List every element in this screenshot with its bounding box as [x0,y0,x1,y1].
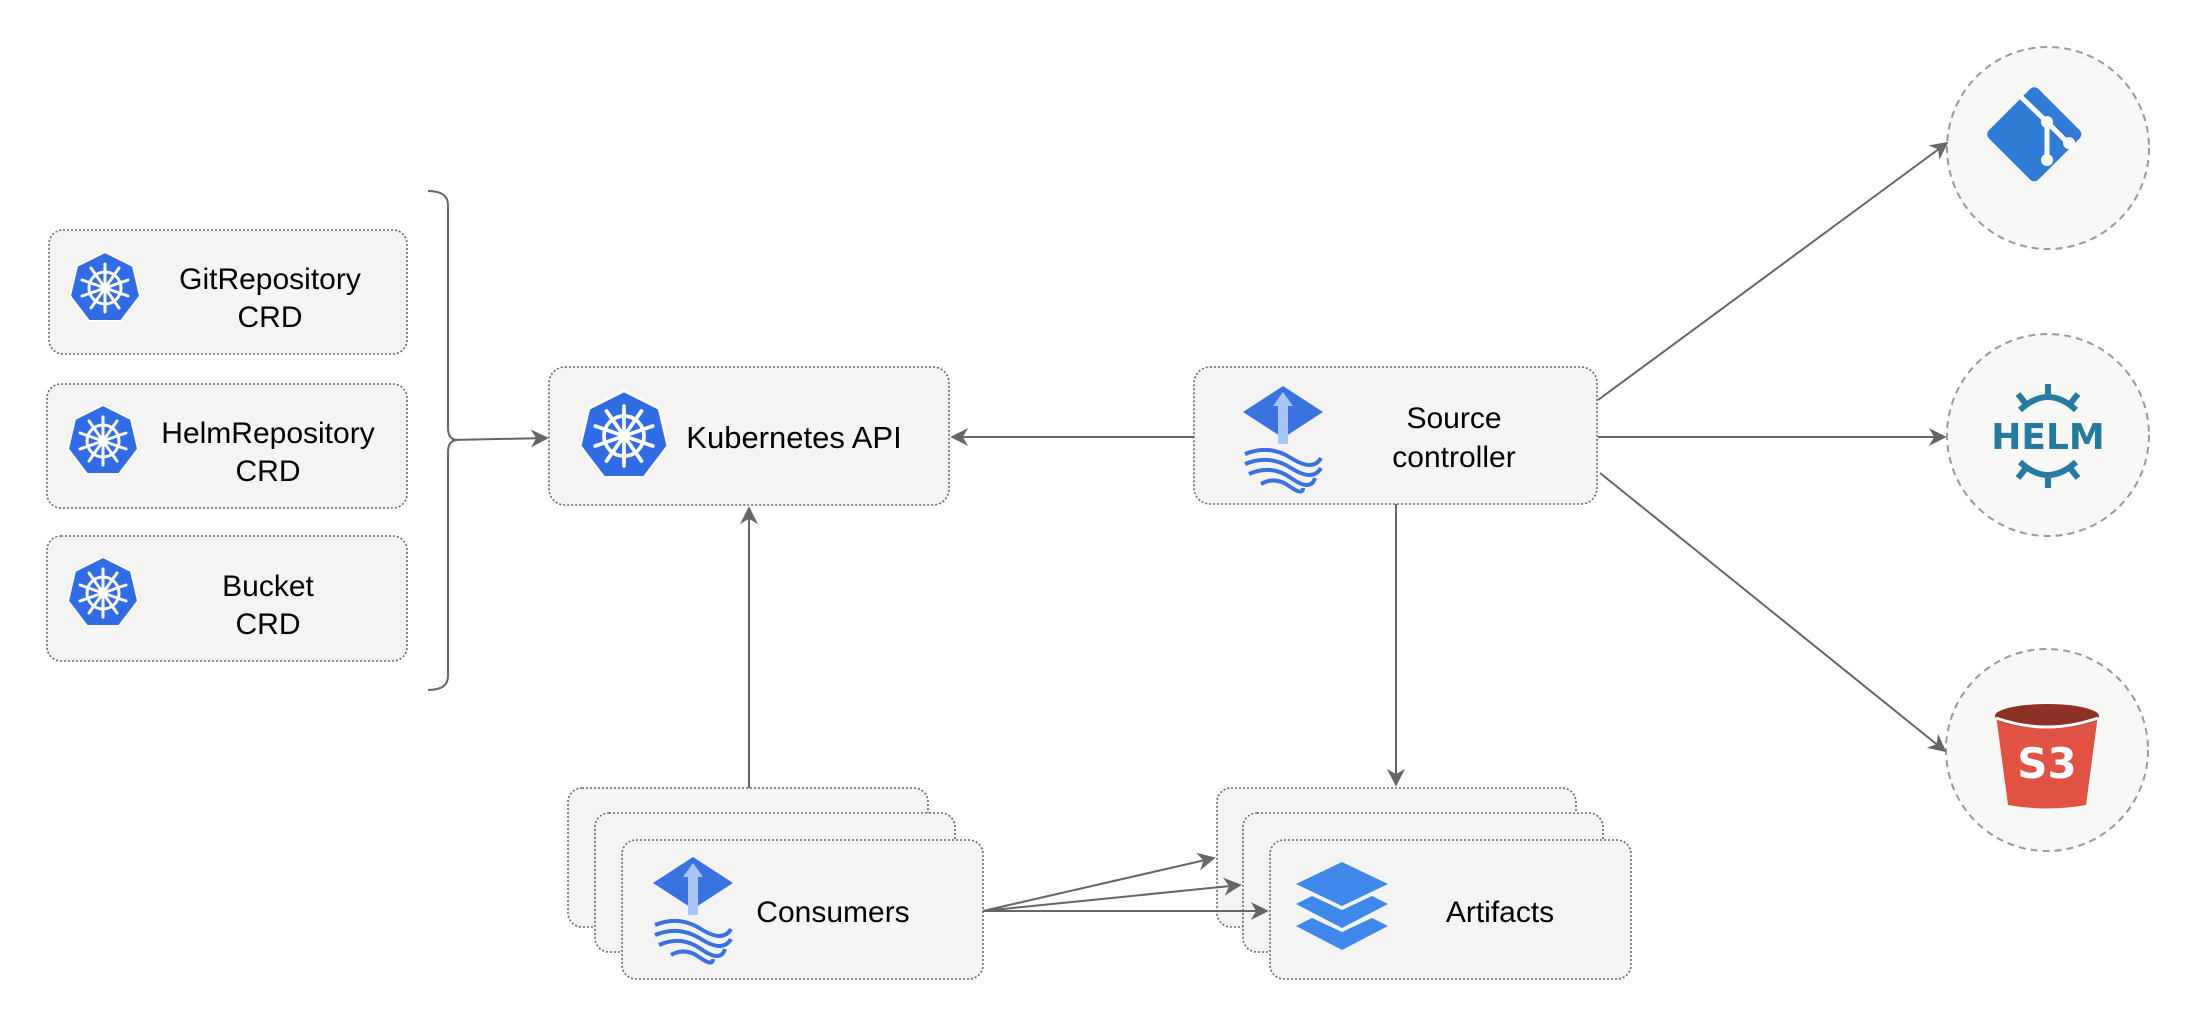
edge-consumers-to-artifact-1 [982,852,1216,912]
crd-title: GitRepository [179,263,361,296]
crd-title: Bucket [222,570,314,603]
source-controller-node: Source controller [1193,366,1598,505]
s3-logo-text: S3 [2017,739,2076,788]
kubernetes-api-label: Kubernetes API [686,420,901,455]
consumers-label: Consumers [756,896,909,929]
git-icon [1987,87,2082,182]
artifacts-node: Artifacts [1216,787,1632,980]
crd-bucket: Bucket CRD [46,535,408,662]
source-controller-label-line1: Source [1406,402,1501,435]
crd-gitrepository: GitRepository CRD [48,229,408,355]
s3-bucket-icon [1995,704,2099,809]
crd-title: HelmRepository [161,417,374,450]
edge-consumers-to-artifact-2 [982,877,1242,912]
s3-source: S3 [1945,648,2149,852]
artifacts-label: Artifacts [1446,896,1554,929]
helm-logo-text: HELM [1991,417,2104,458]
edge-source-to-git [1597,141,1949,401]
crd-subtitle: CRD [236,455,301,488]
edge-crds-to-api [451,429,549,448]
edge-source-to-s3 [1599,472,1947,753]
kubernetes-api-node: Kubernetes API [548,366,950,506]
git-source [1946,46,2150,250]
helm-icon [2015,384,2081,488]
consumers-node: Consumers [567,787,984,980]
source-controller-label-line2: controller [1392,441,1515,474]
helm-source: HELM [1946,333,2150,537]
crd-helmrepository: HelmRepository CRD [46,383,408,509]
crd-subtitle: CRD [238,301,303,334]
crd-subtitle: CRD [236,608,301,641]
